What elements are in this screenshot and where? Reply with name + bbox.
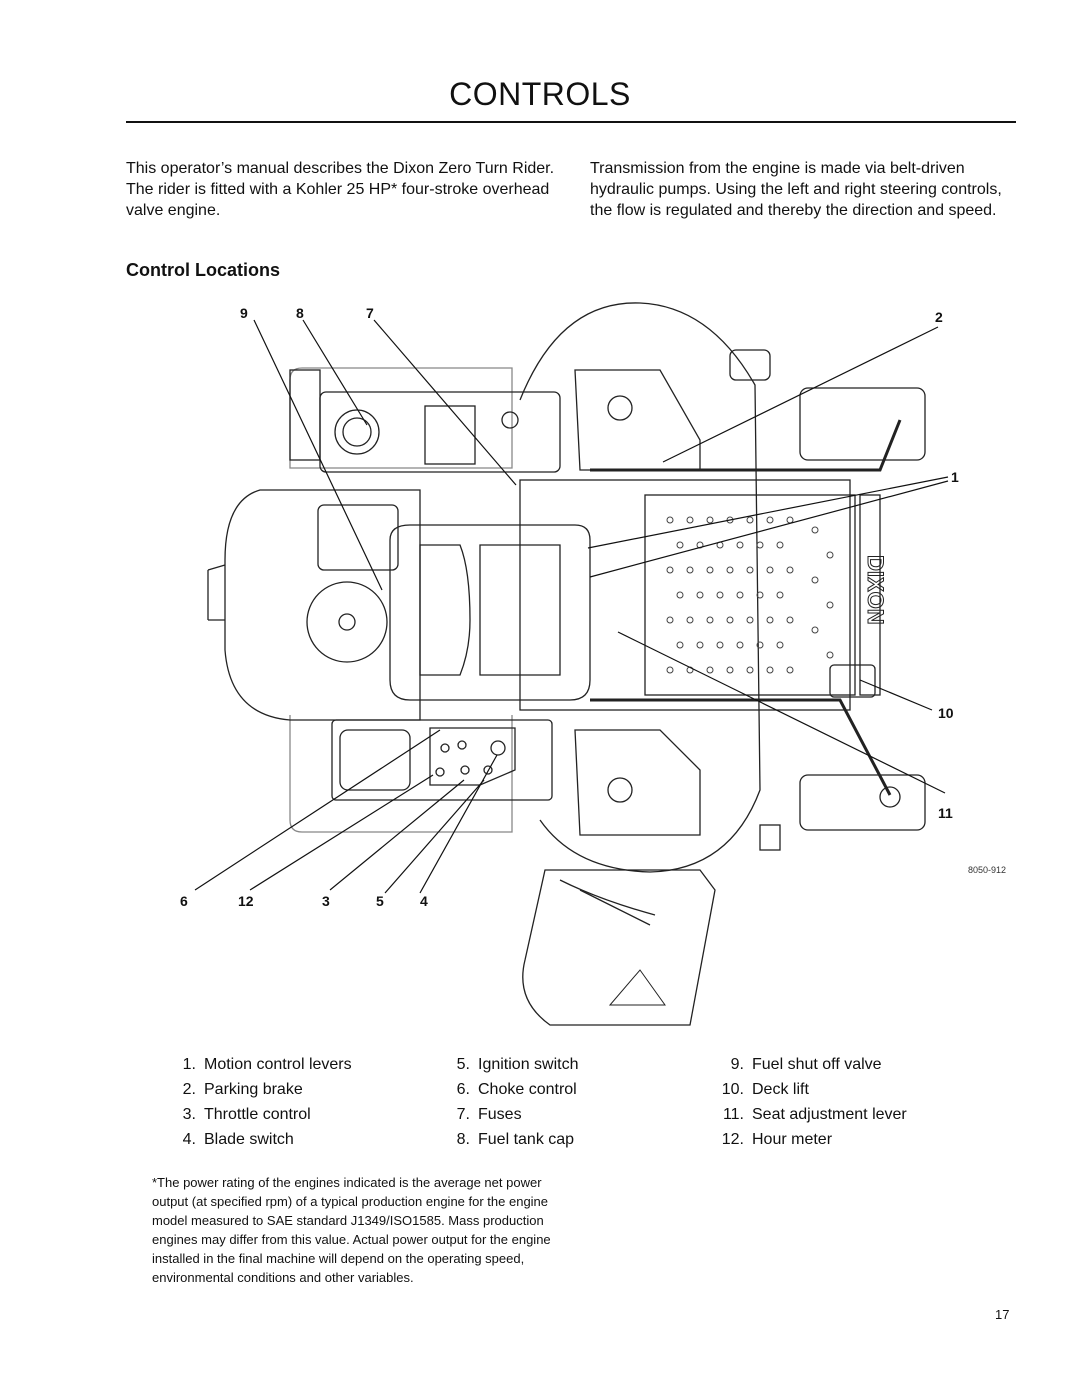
legend-column-2: 5.Ignition switch 6.Choke control 7.Fuse… <box>442 1052 579 1152</box>
callout-label: 5 <box>376 893 384 909</box>
discharge-chute <box>522 869 716 1026</box>
callout-label: 7 <box>366 305 374 321</box>
legend-item: 11.Seat adjustment lever <box>722 1106 907 1123</box>
platform-dot-pattern <box>666 516 834 674</box>
rear-wheel-bottom <box>799 774 926 831</box>
callout-label: 12 <box>238 893 254 909</box>
fuel-tank-cap <box>334 409 380 455</box>
mower-deck-outline <box>519 302 761 873</box>
figure-reference: 8050-912 <box>968 865 1006 875</box>
legend-item: 8.Fuel tank cap <box>456 1131 575 1148</box>
callout-label: 4 <box>420 893 428 909</box>
rear-wheel-left-top <box>289 369 321 461</box>
foot-platform <box>644 494 856 696</box>
legend-item: 7.Fuses <box>456 1106 522 1123</box>
fuel-tank <box>319 391 561 473</box>
fuel-gauge <box>501 411 519 429</box>
deck-lift <box>829 664 876 698</box>
legend-item: 12.Hour meter <box>721 1131 833 1148</box>
legend-item: 9.Fuel shut off valve <box>730 1056 882 1073</box>
power-rating-footnote: *The power rating of the engines indicat… <box>152 1175 551 1285</box>
title-rule <box>126 121 1016 123</box>
callout-label: 6 <box>180 893 188 909</box>
callout-label: 3 <box>322 893 330 909</box>
intro-paragraph-right: Transmission from the engine is made via… <box>590 160 1002 219</box>
callout-numbers: 9 8 7 2 1 10 11 6 12 3 5 4 <box>180 305 959 909</box>
intro-paragraph-left: This operator’s manual describes the Dix… <box>126 160 555 219</box>
callout-label: 9 <box>240 305 248 321</box>
legend-item: 6.Choke control <box>456 1081 577 1098</box>
legend-item: 4.Blade switch <box>182 1131 294 1148</box>
motion-control-lever-bottom <box>590 698 892 796</box>
chute-warning-label <box>608 969 666 1006</box>
callout-label: 10 <box>938 705 954 721</box>
callout-label: 2 <box>935 309 943 325</box>
control-panel-housing <box>331 719 553 801</box>
legend-item: 1.Motion control levers <box>182 1056 352 1073</box>
page-title: CONTROLS <box>449 76 631 112</box>
left-rear-deck-edge <box>289 715 513 833</box>
callout-label: 11 <box>938 805 953 821</box>
legend-item: 10.Deck lift <box>721 1081 809 1098</box>
brand-mark: DIXON <box>863 555 888 625</box>
legend-item: 5.Ignition switch <box>456 1056 579 1073</box>
legend-column-1: 1.Motion control levers 2.Parking brake … <box>168 1052 352 1152</box>
left-front-deck-edge <box>289 367 513 469</box>
engine-shroud <box>224 489 421 721</box>
front-pulley-bottom <box>607 777 633 803</box>
front-pulley-top <box>607 395 633 421</box>
legend-item: 3.Throttle control <box>182 1106 311 1123</box>
control-panel <box>429 727 516 786</box>
frame-rail <box>519 479 851 711</box>
operator-seat <box>389 524 591 701</box>
legend-column-3: 9.Fuel shut off valve 10.Deck lift 11.Se… <box>716 1052 907 1152</box>
motion-control-lever-top <box>590 419 902 472</box>
callout-label: 8 <box>296 305 304 321</box>
page-number: 17 <box>995 1307 1010 1322</box>
rear-wheel-top <box>799 387 926 461</box>
section-heading: Control Locations <box>126 260 280 280</box>
callout-label: 1 <box>951 469 959 485</box>
legend-item: 2.Parking brake <box>182 1081 303 1098</box>
engine-flywheel <box>306 581 388 663</box>
